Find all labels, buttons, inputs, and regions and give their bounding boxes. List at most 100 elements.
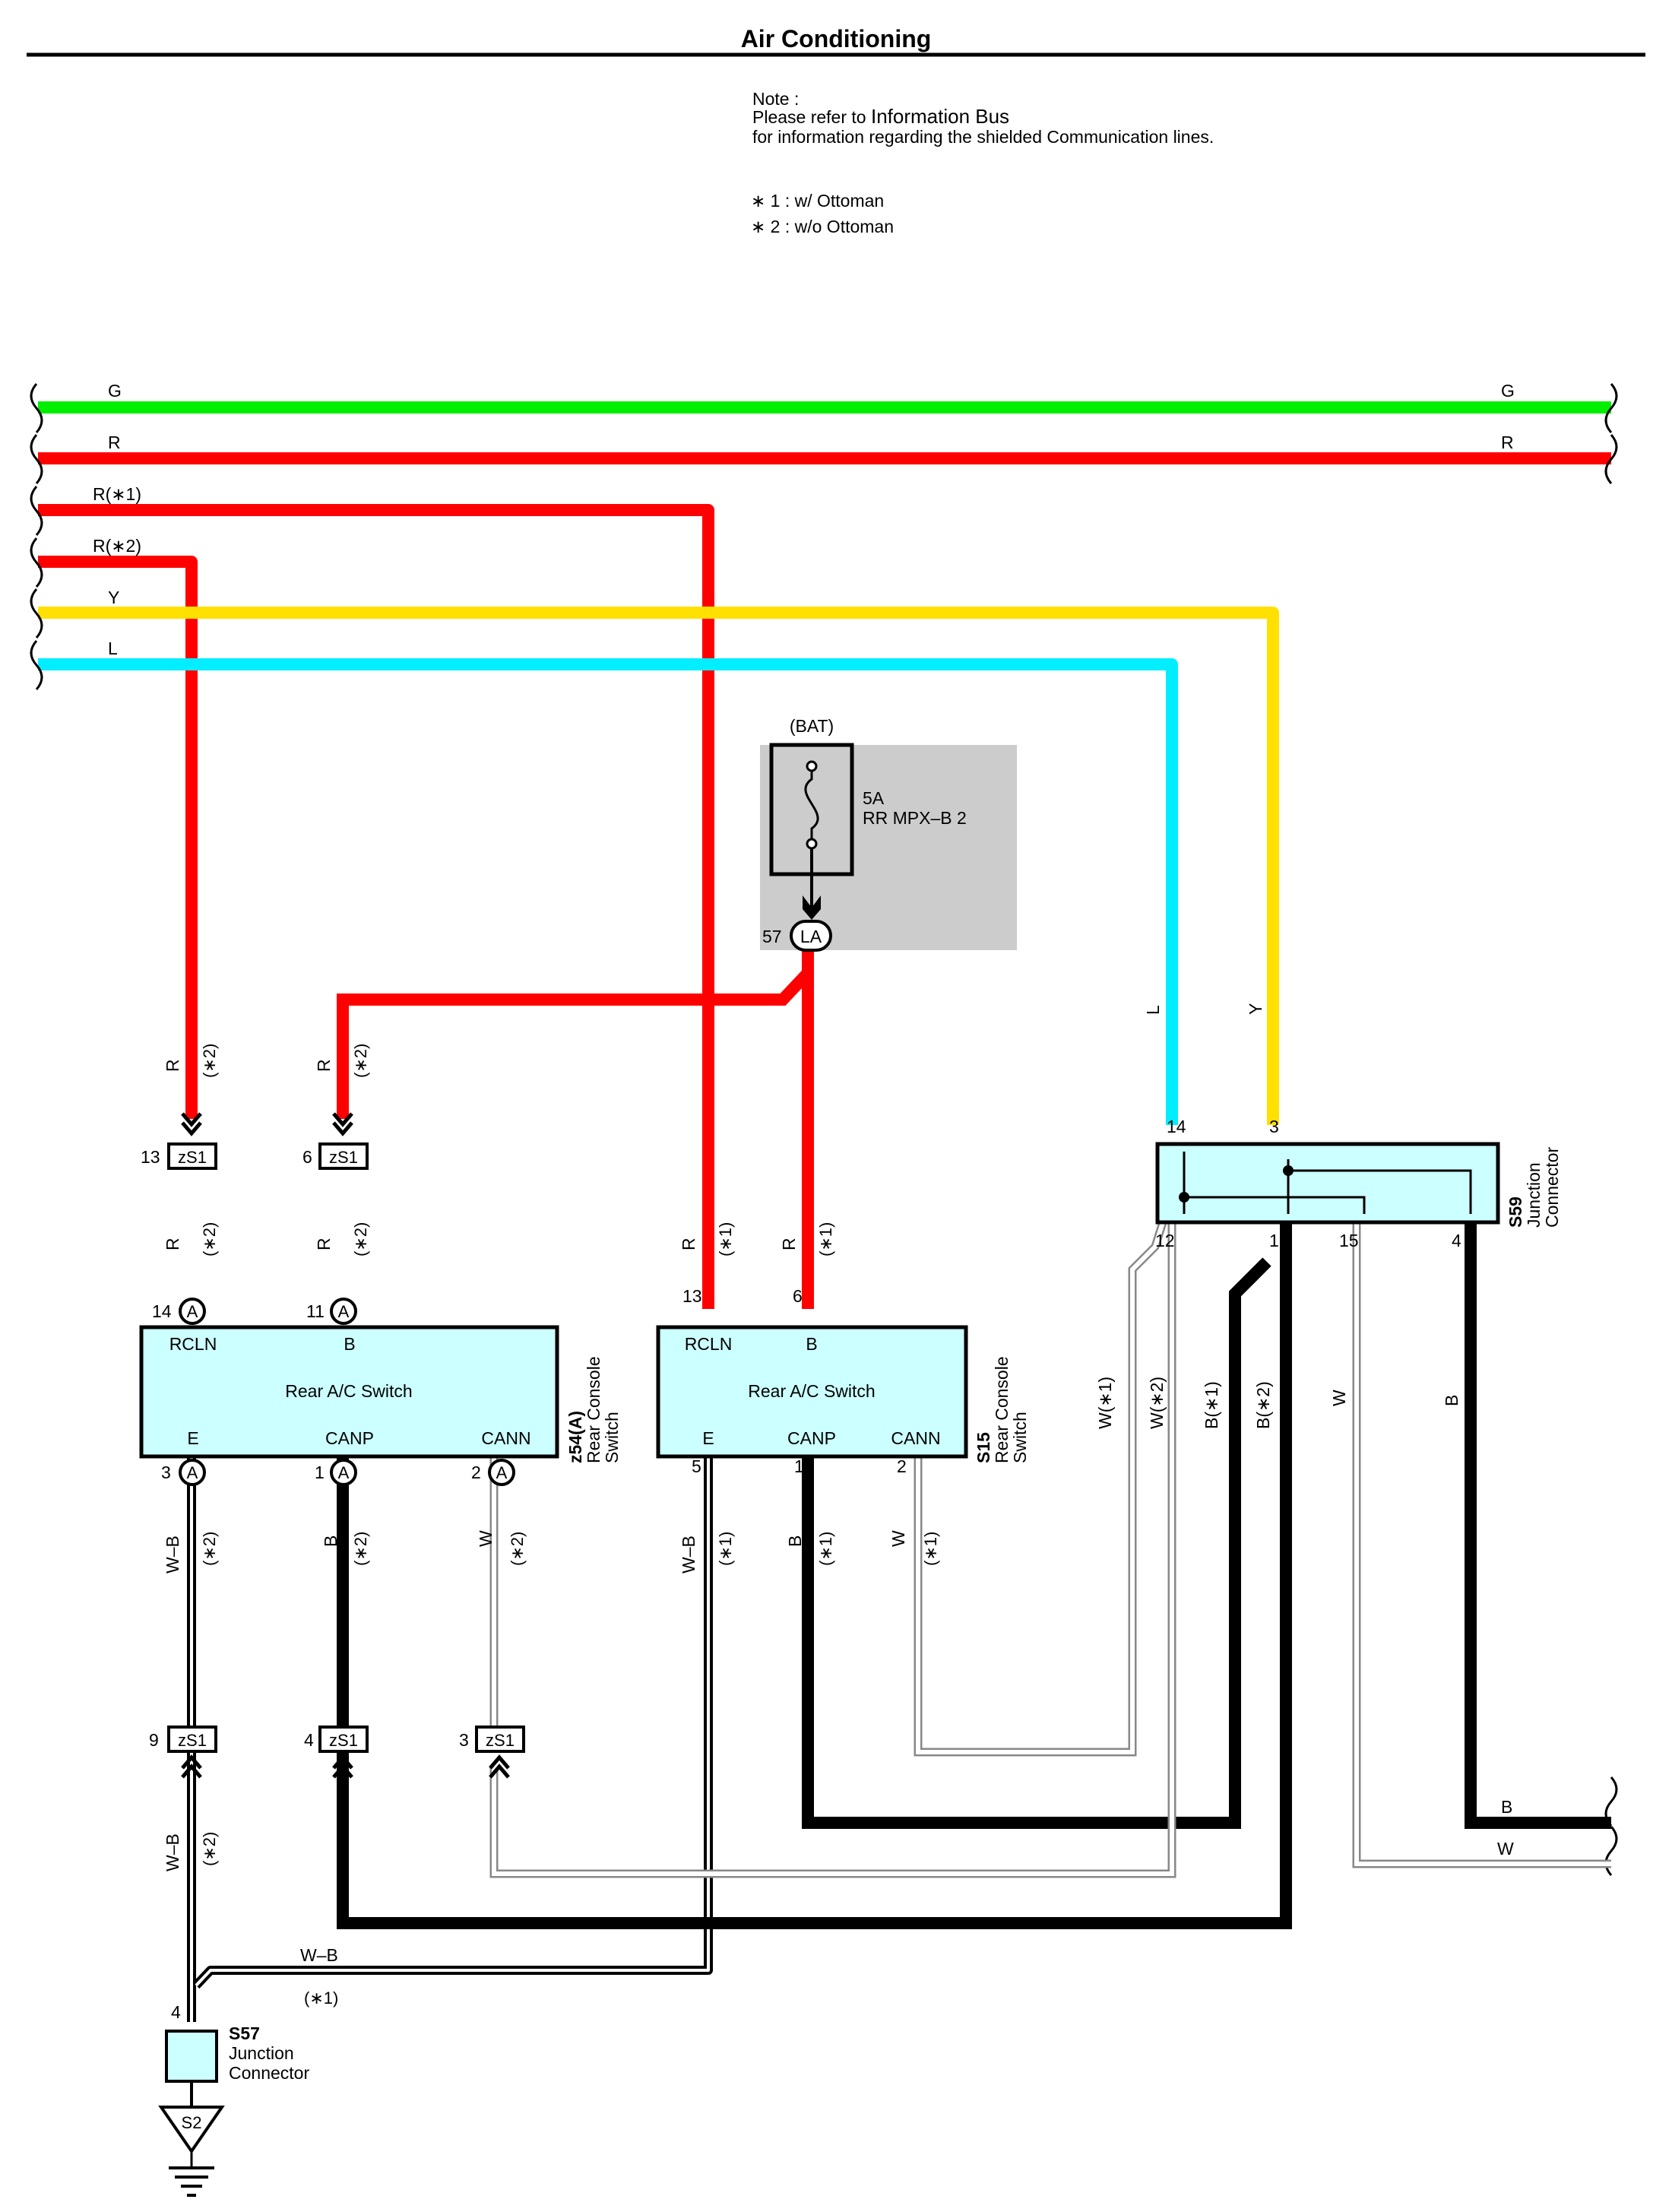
s57-label-2: Connector [229,2063,309,2083]
zs1-pin-13: 13 [141,1147,160,1167]
label-l: L [108,639,118,658]
note-heading: Note : [752,89,799,109]
left-break-marks [30,383,43,690]
b-wire-z54-canp [337,1222,1292,1929]
wl-n1-e: (∗1) [716,1222,735,1257]
z54-pin-2: 2 [471,1463,481,1482]
wl-n2-m: (∗2) [200,1832,219,1866]
s59-label-2: Connector [1542,1147,1562,1228]
label-g-right: G [1501,381,1515,401]
s59-pin-3: 3 [1269,1117,1279,1136]
z54-pin-canp: CANP [325,1428,374,1448]
relay-box: (BAT) 5A RR MPX–B 2 [760,716,1017,950]
z54-conn-e: A [187,1463,198,1482]
wl-wb-h: W–B [300,1945,338,1965]
wb-wire-s15 [192,1453,713,1989]
la-connector: LA 57 [762,895,832,952]
b-wire-s59-out [1465,1222,1611,1829]
s59-junction-connector: 14 3 12 1 15 4 S59 Junction Connector [1155,1117,1562,1250]
zs1-9-name: zS1 [178,1731,207,1750]
wl-y: Y [1246,1003,1265,1015]
z54-pin-e: E [187,1428,198,1448]
s15-pin-2: 2 [897,1456,907,1476]
zs1-pin-6: 6 [302,1147,312,1167]
wl-w-b: W [888,1530,908,1547]
wl-n2-h: (∗2) [351,1532,370,1566]
s59-pin-4: 4 [1452,1231,1461,1250]
s15-pin-cann: CANN [891,1428,940,1448]
s59-pin-14: 14 [1167,1117,1186,1136]
information-bus-link[interactable]: Information Bus [871,105,1009,128]
wl-w-a: W [476,1530,496,1547]
la-pin: 57 [762,927,782,946]
z54-pin-b: B [344,1334,355,1354]
z54-conn-canp: A [338,1463,350,1482]
horizontal-wire-labels: W–B (∗1) B W [300,1797,1514,2008]
z54-pin-cann: CANN [481,1428,530,1448]
s15-pin-b: B [806,1334,817,1354]
zs1-6-name: zS1 [329,1148,358,1167]
fuse-rating: 5A [863,788,885,808]
fuse-source: (BAT) [790,716,834,736]
s57-pin: 4 [171,2002,181,2022]
z54-label-2: Switch [602,1412,622,1463]
z54-pin-3: 3 [161,1463,171,1482]
z54-pin-rcln: RCLN [169,1334,217,1354]
wire-l [38,658,1178,1125]
page-title: Air Conditioning [741,25,932,52]
z54-conn-b: A [338,1302,350,1321]
wl-n1-j: (∗1) [716,1532,735,1566]
la-label: LA [800,927,822,946]
wl-n2-g: (∗2) [200,1532,219,1566]
s59-pin-12: 12 [1155,1231,1175,1250]
label-y: Y [108,588,119,607]
wl-b1: B(∗1) [1202,1381,1221,1429]
wl-n1-l: (∗1) [921,1532,940,1566]
wl-n1-h: (∗1) [304,1989,338,2008]
wl-n2-b: (∗2) [351,1044,370,1078]
wl-wb-a: W–B [163,1535,182,1573]
wl-b-a: B [321,1535,340,1547]
bus-wires [38,401,1611,1309]
ground-label: S2 [182,2113,202,2132]
zs1-pin-3: 3 [459,1730,469,1750]
s15-pin-13: 13 [682,1286,702,1306]
zs1-3-name: zS1 [486,1731,515,1750]
label-r-left: R [108,433,121,452]
s15-pin-e: E [702,1428,714,1448]
z54-label-1: Rear Console [584,1356,603,1463]
label-r-right: R [1501,433,1514,452]
wl-r-a: R [163,1059,182,1072]
wl-w1: W(∗1) [1095,1377,1115,1429]
s15-pin-rcln: RCLN [685,1334,733,1354]
s15-pin-canp: CANP [787,1428,836,1448]
b-wire-s15-canp [802,1257,1271,1829]
right-break-marks [1604,383,1618,1876]
wl-b2: B(∗2) [1253,1381,1273,1429]
wl-n2-c: (∗2) [200,1222,219,1257]
wl-r-c: R [163,1238,182,1250]
zs1-13-name: zS1 [178,1148,207,1167]
fuse-name: RR MPX–B 2 [863,808,967,828]
ground-icon: S2 [158,2106,225,2197]
footnote-1: ∗ 1 : w/ Ottoman [751,191,884,211]
s15-pin-5: 5 [692,1456,701,1476]
z54-switch-name: Rear A/C Switch [285,1381,412,1401]
zs1-connectors: zS1 13 zS1 6 zS1 9 zS1 4 zS1 3 [141,1112,525,1779]
la-branch [337,950,814,1309]
zs1-4-name: zS1 [329,1731,358,1750]
s15-code: S15 [974,1432,993,1463]
z54-pin-1: 1 [315,1463,325,1482]
wl-w-c: W [1329,1390,1349,1406]
note-line1: Please refer to Information Bus [752,105,1009,128]
z54-conn-rcln: A [187,1302,198,1321]
zs1-pin-9: 9 [149,1730,159,1750]
s57-code: S57 [229,2023,260,2043]
wl-wb-c: W–B [163,1833,182,1871]
z54-code: z54(A) [565,1411,585,1463]
wl-n1-f: (∗1) [816,1222,835,1257]
wire-r-2 [38,556,198,1119]
note-line2: for information regarding the shielded C… [752,127,1214,147]
vertical-wire-labels: R (∗2) R (∗2) R (∗2) R (∗2) R (∗1) R (∗1… [163,1003,1461,1871]
wl-l: L [1143,1005,1163,1015]
